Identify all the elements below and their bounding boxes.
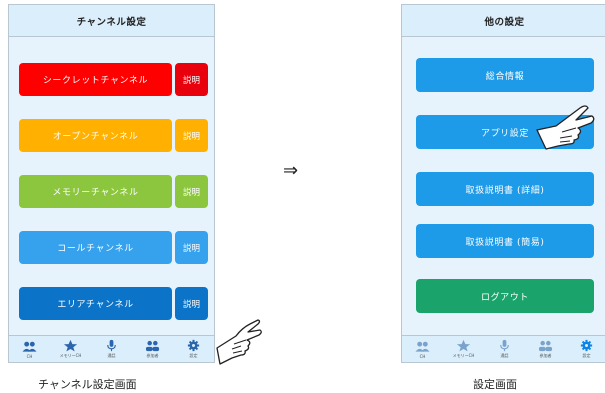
header: チャンネル設定 <box>9 5 214 37</box>
manual-detailed-button[interactable]: 取扱説明書 (詳細) <box>416 172 594 206</box>
tab-label: 参加者 <box>539 353 552 358</box>
tab-label: 通話 <box>500 353 509 358</box>
left-caption: チャンネル設定画面 <box>38 378 137 391</box>
tab-label: CH <box>26 353 33 359</box>
tab-label: 設定 <box>189 353 198 358</box>
logout-button[interactable]: ログアウト <box>416 279 594 313</box>
star-icon <box>63 339 78 352</box>
manual-simple-button[interactable]: 取扱説明書 (簡易) <box>416 224 594 258</box>
tab-ch[interactable]: CH <box>402 336 443 362</box>
header: 他の設定 <box>402 5 605 37</box>
tab-call[interactable]: 通話 <box>91 336 132 362</box>
channel-row-memory: メモリーチャンネル 説明 <box>19 175 208 208</box>
tab-call[interactable]: 通話 <box>484 336 525 362</box>
gear-icon <box>580 339 593 352</box>
open-channel-button[interactable]: オープンチャンネル <box>19 119 172 152</box>
participants-icon <box>145 340 160 352</box>
call-channel-button[interactable]: コールチャンネル <box>19 231 172 264</box>
tab-bar: CH メモリーCH 通話 参加者 設定 <box>402 335 605 362</box>
gear-icon <box>187 339 200 352</box>
memory-channel-button[interactable]: メモリーチャンネル <box>19 175 172 208</box>
secret-channel-button[interactable]: シークレットチャンネル <box>19 63 172 96</box>
general-info-button[interactable]: 総合情報 <box>416 58 594 92</box>
memory-channel-info-button[interactable]: 説明 <box>175 175 208 208</box>
tab-label: 参加者 <box>146 353 159 358</box>
tab-label: 通話 <box>107 353 116 358</box>
tab-bar: CH メモリーCH 通話 参加者 設定 <box>9 335 214 362</box>
channel-row-call: コールチャンネル 説明 <box>19 231 208 264</box>
microphone-icon <box>107 339 116 352</box>
channel-settings-screen: チャンネル設定 シークレットチャンネル 説明 オープンチャンネル 説明 メモリー… <box>8 4 215 363</box>
channel-row-secret: シークレットチャンネル 説明 <box>19 63 208 96</box>
group-icon <box>415 341 430 352</box>
other-settings-screen: 他の設定 総合情報 アプリ設定 取扱説明書 (詳細) 取扱説明書 (簡易) ログ… <box>401 4 605 363</box>
call-channel-info-button[interactable]: 説明 <box>175 231 208 264</box>
participants-icon <box>538 340 553 352</box>
area-channel-info-button[interactable]: 説明 <box>175 287 208 320</box>
tab-ch[interactable]: CH <box>9 336 50 362</box>
tab-label: 設定 <box>582 353 591 358</box>
transition-arrow: ⇒ <box>283 160 299 181</box>
tab-memory-ch[interactable]: メモリーCH <box>443 336 484 362</box>
group-icon <box>22 341 37 352</box>
tab-memory-ch[interactable]: メモリーCH <box>50 336 91 362</box>
right-caption: 設定画面 <box>473 378 517 391</box>
tab-participants[interactable]: 参加者 <box>132 336 173 362</box>
microphone-icon <box>500 339 509 352</box>
page-title: 他の設定 <box>484 16 525 28</box>
secret-channel-info-button[interactable]: 説明 <box>175 63 208 96</box>
pointing-hand-icon <box>536 105 595 150</box>
pointing-hand-icon <box>216 319 262 365</box>
tab-label: メモリーCH <box>452 353 475 358</box>
tab-label: メモリーCH <box>59 353 82 358</box>
area-channel-button[interactable]: エリアチャンネル <box>19 287 172 320</box>
page-title: チャンネル設定 <box>76 16 147 28</box>
tab-label: CH <box>419 353 426 359</box>
tab-settings[interactable]: 設定 <box>566 336 605 362</box>
star-icon <box>456 339 471 352</box>
open-channel-info-button[interactable]: 説明 <box>175 119 208 152</box>
tab-participants[interactable]: 参加者 <box>525 336 566 362</box>
channel-row-open: オープンチャンネル 説明 <box>19 119 208 152</box>
channel-row-area: エリアチャンネル 説明 <box>19 287 208 320</box>
tab-settings[interactable]: 設定 <box>173 336 214 362</box>
